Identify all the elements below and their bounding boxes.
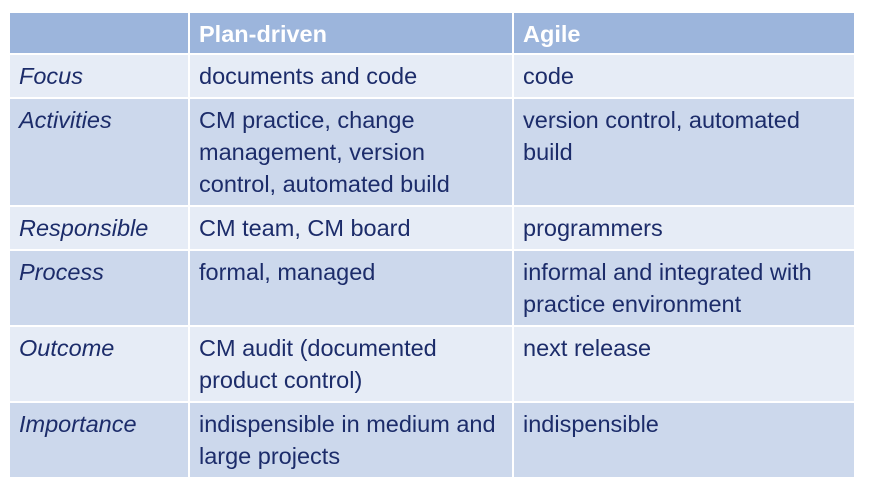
table-row: Outcome CM audit (documented product con… bbox=[10, 327, 856, 403]
row-label: Activities bbox=[10, 99, 190, 207]
plan-cell: CM practice, change management, version … bbox=[190, 99, 514, 207]
row-label: Importance bbox=[10, 403, 190, 479]
agile-cell: next release bbox=[514, 327, 856, 403]
plan-cell: CM audit (documented product control) bbox=[190, 327, 514, 403]
header-row: Plan-driven Agile bbox=[10, 13, 856, 55]
row-label: Focus bbox=[10, 55, 190, 99]
plan-cell: documents and code bbox=[190, 55, 514, 99]
table-row: Focus documents and code code bbox=[10, 55, 856, 99]
row-label: Process bbox=[10, 251, 190, 327]
agile-cell: version control, automated build bbox=[514, 99, 856, 207]
plan-cell: CM team, CM board bbox=[190, 207, 514, 251]
table-row: Activities CM practice, change managemen… bbox=[10, 99, 856, 207]
row-label: Responsible bbox=[10, 207, 190, 251]
plan-cell: indispensible in medium and large projec… bbox=[190, 403, 514, 479]
table-row: Responsible CM team, CM board programmer… bbox=[10, 207, 856, 251]
table-row: Importance indispensible in medium and l… bbox=[10, 403, 856, 479]
header-agile: Agile bbox=[514, 13, 856, 55]
agile-cell: programmers bbox=[514, 207, 856, 251]
agile-cell: informal and integrated with practice en… bbox=[514, 251, 856, 327]
header-empty-cell bbox=[10, 13, 190, 55]
table-row: Process formal, managed informal and int… bbox=[10, 251, 856, 327]
agile-cell: code bbox=[514, 55, 856, 99]
plan-cell: formal, managed bbox=[190, 251, 514, 327]
row-label: Outcome bbox=[10, 327, 190, 403]
agile-cell: indispensible bbox=[514, 403, 856, 479]
header-plan-driven: Plan-driven bbox=[190, 13, 514, 55]
comparison-table: Plan-driven Agile Focus documents and co… bbox=[10, 13, 856, 479]
